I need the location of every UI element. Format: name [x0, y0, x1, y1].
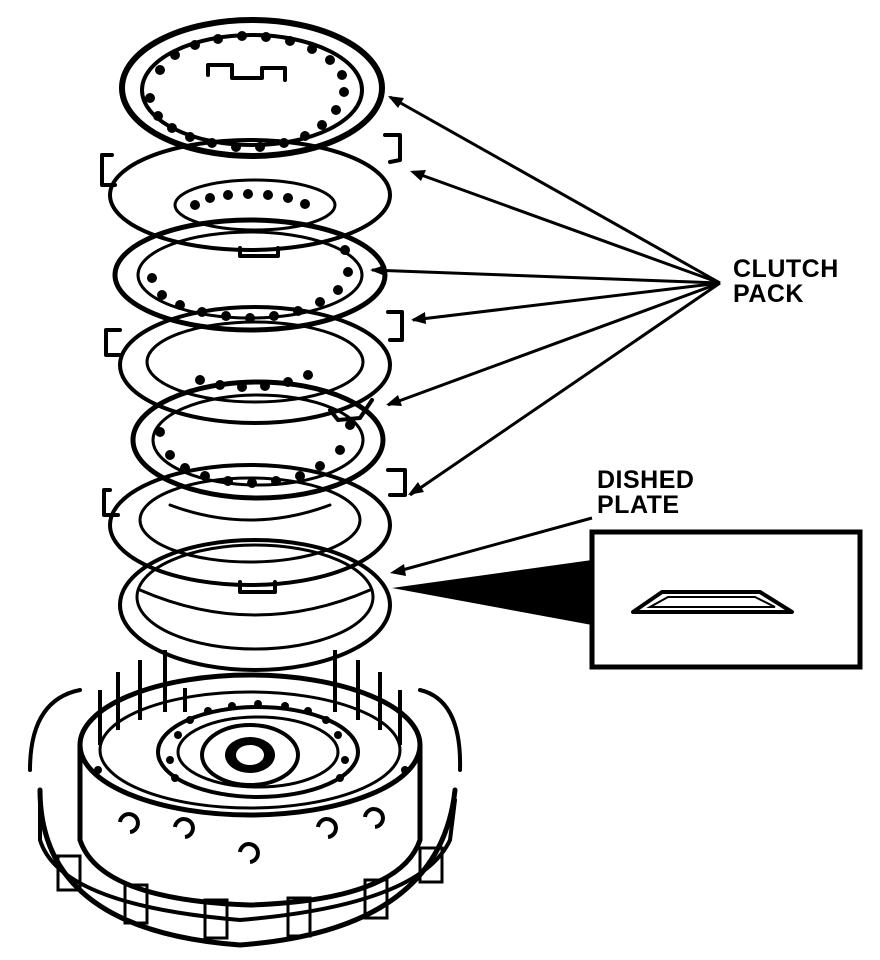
dished-plate — [118, 538, 392, 672]
dished-plate-inset — [392, 529, 863, 670]
clutch-pack-label: CLUTCH PACK — [733, 257, 839, 307]
clutch-pack-leader-lines — [371, 95, 721, 497]
steel-plate-1 — [100, 133, 402, 258]
leader-arrowheads — [370, 96, 426, 495]
dished-plate-leader-line — [390, 516, 593, 576]
dished-plate-label-line-2: PLATE — [597, 491, 680, 519]
clutch-pack-label-line-2: PACK — [733, 280, 804, 308]
steel-plate-2 — [104, 305, 404, 425]
clutch-pack-label-line-1: CLUTCH — [733, 255, 839, 283]
friction-plate-1 — [119, 17, 385, 159]
steel-plate-3 — [102, 463, 407, 594]
friction-plate-3 — [130, 379, 386, 501]
clutch-drum — [28, 650, 463, 948]
dished-plate-label-line-1: DISHED — [597, 466, 695, 494]
dished-plate-label: DISHED PLATE — [597, 468, 694, 518]
